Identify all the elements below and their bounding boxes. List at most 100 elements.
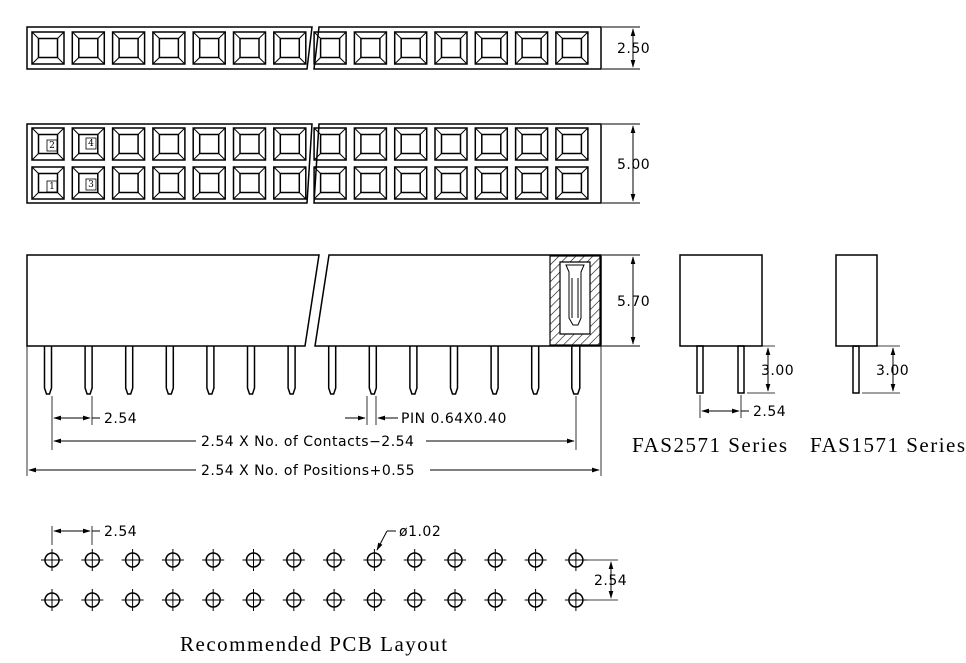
pcb-hole [242,549,265,571]
pcb-hole [282,589,305,611]
double-row-height-dimension: 5.00 [602,123,650,204]
contact-cell [555,31,589,65]
positions-length-dimension: 2.54 X No. of Positions+0.55 [26,346,602,479]
pcb-hole [121,589,144,611]
pcb-hole [564,589,587,611]
pin-size-label: PIN 0.64X0.40 [401,411,507,427]
contact-cell [71,166,106,200]
contact-cell [31,127,65,161]
fas1571-end-view: 3.00 [835,254,909,394]
pcb-hole [41,589,63,611]
side-view-pin [490,346,499,395]
pcb-hole [121,549,144,571]
housing-left-section [26,26,313,70]
pcb-pitch-x-dimension: 2.54 [51,524,137,545]
side-view-pin [206,346,215,395]
contact-cell [434,166,468,200]
contacts-length-label: 2.54 X No. of Contacts−2.54 [201,434,414,450]
pin-number-box [85,178,97,191]
pcb-hole [202,589,225,611]
housing-right-section [313,26,602,70]
single-row-height-dimension: 2.50 [602,26,650,70]
pcb-hole [323,549,346,571]
pin-number-4: 4 [88,139,94,149]
side-view-height-label: 5.70 [617,294,650,310]
contact-cell [31,166,65,200]
contact-cell [232,127,267,161]
side-view-pin [84,346,93,395]
pin-number-2: 2 [49,141,55,151]
pcb-hole [363,589,386,611]
pin-size-dimension: PIN 0.64X0.40 [345,396,507,427]
positions-length-label: 2.54 X No. of Positions+0.55 [201,463,415,479]
hole-diameter-label: ø1.02 [399,524,441,540]
side-view-pin [165,346,175,395]
side-view-pin [124,346,134,395]
contact-cell [434,31,468,65]
pcb-hole [282,549,305,571]
pcb-hole [242,589,265,611]
single-row-height-label: 2.50 [617,41,650,57]
contact-cell [474,31,509,65]
pcb-hole [444,549,466,571]
fas1571-tail-label: 3.00 [876,363,909,379]
pcb-hole [363,549,386,571]
pin-number-box [46,180,58,193]
pcb-hole [564,549,587,571]
double-row-top-view [26,123,602,204]
contact-cell [555,127,589,161]
side-view-height-dimension: 5.70 [602,254,650,347]
pcb-pitch-y-dimension: 2.54 [584,559,627,601]
pcb-hole [81,589,104,611]
pcb-layout-caption: Recommended PCB Layout [180,632,449,656]
pcb-hole [484,549,507,571]
side-view-pin [246,346,256,395]
pcb-pitch-x-label: 2.54 [104,524,137,540]
contact-cell [434,127,468,161]
contact-cell [273,166,307,200]
side-view-pin [368,346,378,395]
pcb-pitch-y-label: 2.54 [594,573,627,589]
fas2571-tail-label: 3.00 [761,363,794,379]
contact-cell [393,166,428,200]
side-view-pins [43,346,581,395]
contact-cell [353,127,388,161]
pcb-hole [323,589,346,611]
pin-number-3: 3 [88,180,94,190]
fas2571-end-view: 2.54 3.00 [679,254,794,420]
pin-number-box [46,139,58,152]
contact-cell [474,166,509,200]
pcb-hole [403,549,426,571]
contact-cell [71,31,106,65]
pcb-hole [524,589,547,611]
contact-cell [313,166,347,200]
contact-cell [152,166,186,200]
pin-number-box [85,137,97,150]
contact-cell [71,127,106,161]
pcb-hole [41,549,63,571]
pin-number-labels: 1 2 3 4 [49,139,94,192]
side-view-pin [571,346,581,395]
contact-cell [393,31,428,65]
contact-cell [111,31,146,65]
side-view-pin [530,346,540,395]
side-view-body [26,254,602,347]
contact-cell [152,127,186,161]
contact-cell [474,127,509,161]
contact-cell [273,31,307,65]
pcb-hole [81,549,104,571]
contact-cell [353,31,388,65]
pcb-hole [444,589,466,611]
side-view-pin [287,346,296,395]
pcb-hole [202,549,225,571]
housing-right-section [313,123,602,204]
side-view-pin [43,346,53,395]
contact-cell [192,166,226,200]
pin-pitch-label: 2.54 [104,411,137,427]
pcb-hole [403,589,426,611]
contact-cell [111,127,146,161]
contact-cell [152,31,186,65]
contact-cell [273,127,307,161]
contact-cell [313,31,347,65]
pcb-hole [484,589,507,611]
